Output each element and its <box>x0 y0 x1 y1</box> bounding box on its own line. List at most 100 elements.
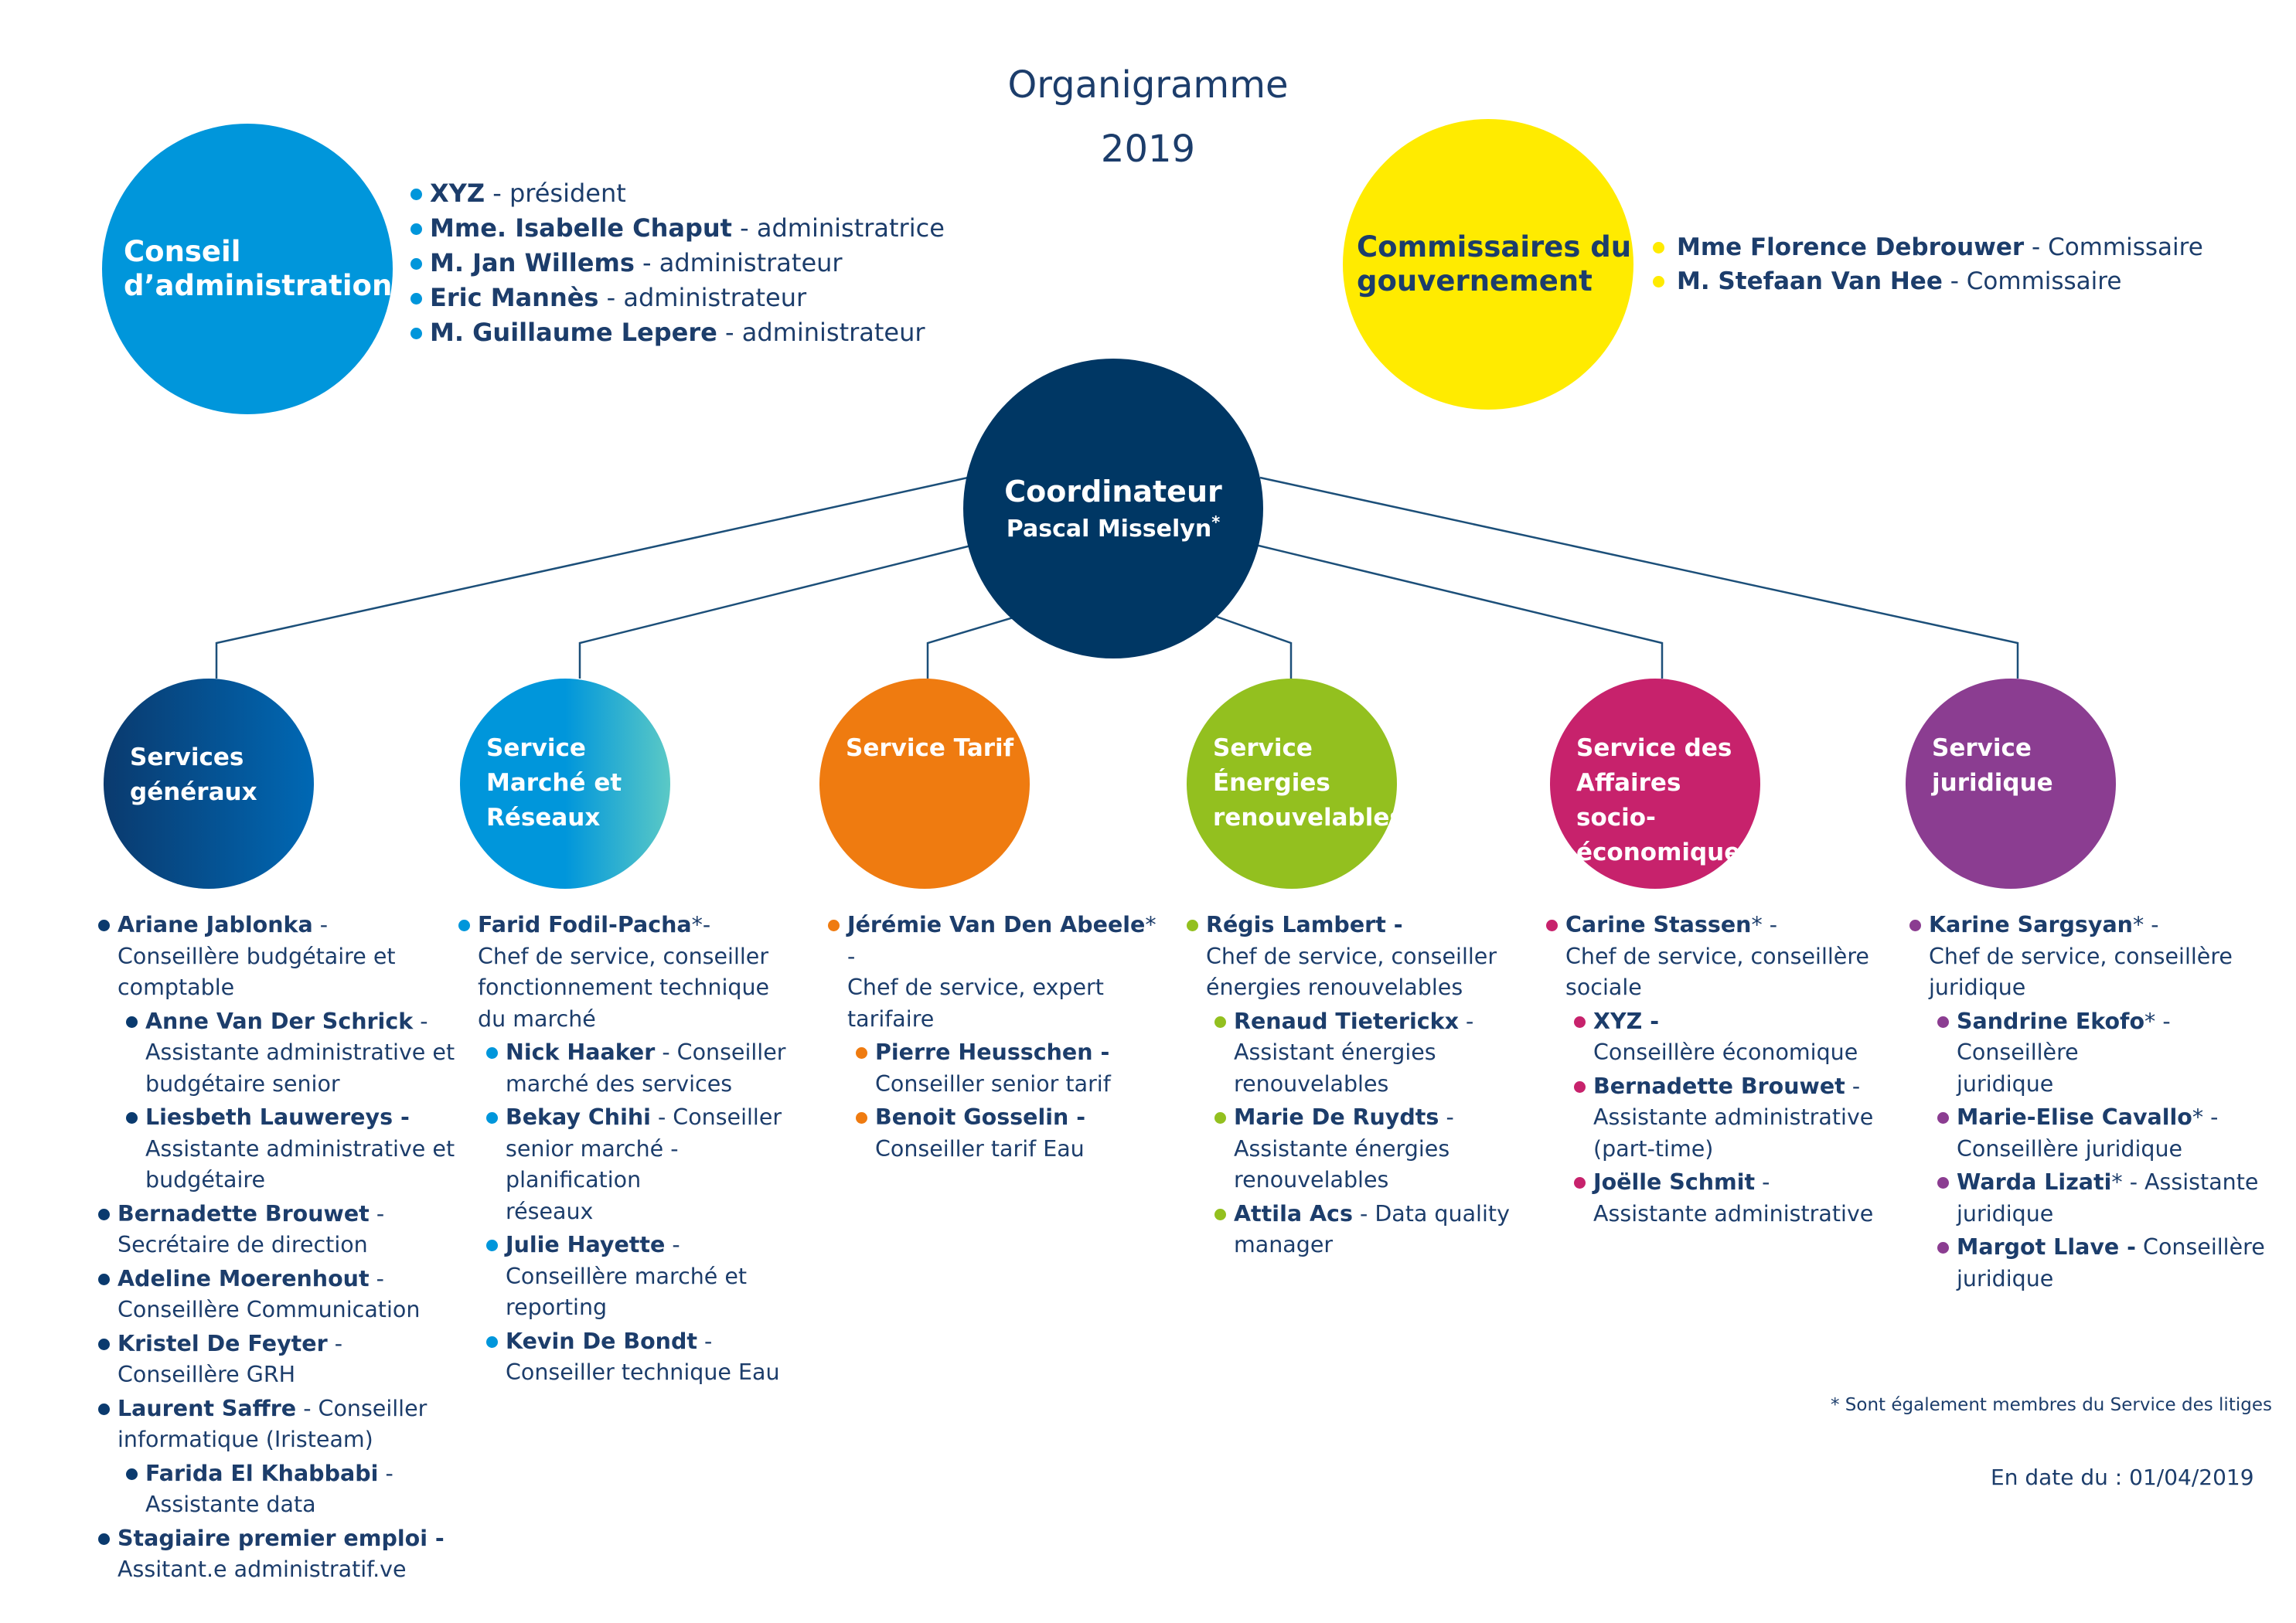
member-header: Bernadette Brouwet - <box>118 1199 459 1230</box>
member-name-suffix: - Conseiller <box>655 1039 786 1065</box>
member-role-line: comptable <box>118 975 235 1000</box>
service-label-line: Marché et <box>486 769 622 797</box>
member-header: Farida El Khabbabi - <box>145 1458 459 1490</box>
member-name: Adeline Moerenhout <box>118 1265 370 1291</box>
service-label-line: Service <box>1213 734 1313 762</box>
member-name: Pierre Heusschen - <box>875 1039 1110 1065</box>
member-name: Warda Lizati <box>1957 1169 2112 1195</box>
bullet-icon <box>98 1208 110 1220</box>
bullet-icon <box>1909 920 1921 931</box>
member-name: M. Stefaan Van Hee <box>1677 267 1943 295</box>
bullet-icon <box>1214 1016 1226 1028</box>
member-name-suffix: - <box>369 1200 385 1227</box>
member-role-line: juridique <box>1957 1070 2054 1097</box>
member-header: Adeline Moerenhout - <box>118 1264 459 1295</box>
member-name-suffix: - <box>665 1232 680 1257</box>
bullet-icon <box>1574 1177 1586 1189</box>
member-role-line: Conseiller tarif Eau <box>875 1135 1085 1162</box>
bullet-icon <box>856 1047 867 1059</box>
member-name: Margot Llave - <box>1957 1234 2136 1260</box>
list-item: Pierre Heusschen - Conseiller senior tari… <box>853 1037 1166 1100</box>
connector-service-energies <box>1216 615 1293 679</box>
service-label: Service Tarif <box>846 731 1030 766</box>
member-name-suffix: * - <box>2192 1104 2219 1130</box>
member-role: - administrateur <box>598 283 807 312</box>
member-header: Kevin De Bondt - <box>506 1326 819 1358</box>
bullet-icon <box>1937 1242 1949 1254</box>
member-header: Régis Lambert - <box>1206 910 1540 941</box>
member-header: Kristel De Feyter - <box>118 1329 459 1360</box>
member-role-line: Conseiller technique Eau <box>506 1359 780 1385</box>
member-role-line: Conseillère économique <box>1593 1039 1858 1065</box>
member-role-line: informatique (Iristeam) <box>118 1427 373 1452</box>
bullet-icon <box>458 920 470 931</box>
member-header: XYZ - <box>1593 1006 1884 1038</box>
bullet-icon <box>126 1468 138 1480</box>
member-role: - Commissaire <box>1942 267 2122 295</box>
member-name-suffix: - Data quality <box>1352 1200 1510 1227</box>
member-header: Karine Sargsyan* - <box>1929 910 2286 941</box>
member-name-suffix: * - Assistante <box>2111 1169 2259 1195</box>
member-header: Bernadette Brouwet - <box>1593 1071 1884 1103</box>
member-role-line: Conseiller senior tarif <box>875 1070 1111 1097</box>
member-role: - Commissaire <box>2024 233 2203 261</box>
member-name: Karine Sargsyan <box>1929 912 2133 937</box>
member-role-line: Assistante administrative <box>1593 1200 1874 1227</box>
member-name-suffix: - <box>327 1330 342 1356</box>
bullet-icon <box>1187 920 1198 931</box>
connector-services-generaux <box>215 476 969 679</box>
member-header: Pierre Heusschen - <box>875 1037 1166 1069</box>
service-label-line: Service des <box>1576 734 1732 762</box>
member-header: Warda Lizati* - Assistante <box>1957 1167 2286 1199</box>
member-role-line: budgétaire <box>145 1167 266 1193</box>
bullet-icon <box>1546 920 1558 931</box>
member-header: Stagiaire premier emploi - <box>118 1523 459 1555</box>
bullet-icon <box>1653 276 1664 288</box>
government-title: Commissaires du gouvernement <box>1357 230 1632 298</box>
member-name: Farid Fodil-Pacha <box>478 912 692 937</box>
member-name: M. Guillaume Lepere <box>430 318 717 347</box>
board-member: XYZ - président <box>408 176 945 211</box>
board-member: M. Guillaume Lepere - administrateur <box>408 315 945 350</box>
connector-service-socio <box>1255 543 1664 679</box>
list-item: XYZ -Conseillère économique <box>1572 1006 1884 1069</box>
member-header: Jérémie Van Den Abeele* - <box>847 910 1166 972</box>
list-item: Anne Van Der Schrick -Assistante adminis… <box>124 1006 459 1101</box>
member-name: Julie Hayette <box>506 1232 666 1257</box>
members-list-marche-reseaux: Farid Fodil-Pacha*-Chef de service, cons… <box>456 910 819 1389</box>
member-name-suffix: - Conseiller <box>296 1395 428 1421</box>
bullet-icon <box>410 293 422 305</box>
members-list-services-generaux: Ariane Jablonka -Conseillère budgétaire … <box>96 910 459 1586</box>
bullet-icon <box>1937 1112 1949 1124</box>
member-header: Joëlle Schmit - <box>1593 1167 1884 1199</box>
board-circle: Conseil d’administration <box>102 124 393 414</box>
member-role-line: Chef de service, conseiller <box>1206 943 1497 969</box>
member-role: - administratrice <box>731 213 945 243</box>
member-role-line: juridique <box>1929 975 2026 1000</box>
member-name: Liesbeth Lauwereys - <box>145 1104 410 1130</box>
member-name: Marie-Elise Cavallo <box>1957 1104 2192 1130</box>
member-name: M. Jan Willems <box>430 248 635 277</box>
members-list-affaires-socio-economique: Carine Stassen* -Chef de service, consei… <box>1544 910 1884 1230</box>
bullet-icon <box>126 1016 138 1028</box>
list-item: Kevin De Bondt -Conseiller technique Eau <box>484 1326 819 1389</box>
member-name-suffix: - <box>378 1460 393 1486</box>
member-header: Anne Van Der Schrick - <box>145 1006 459 1038</box>
bullet-icon <box>486 1112 498 1124</box>
member-name-suffix: * - Conseillère <box>1957 1008 2171 1066</box>
coordinator-title: Coordinateur <box>1004 475 1222 509</box>
member-name: Eric Mannès <box>430 283 599 312</box>
member-name: Nick Haaker <box>506 1039 656 1065</box>
